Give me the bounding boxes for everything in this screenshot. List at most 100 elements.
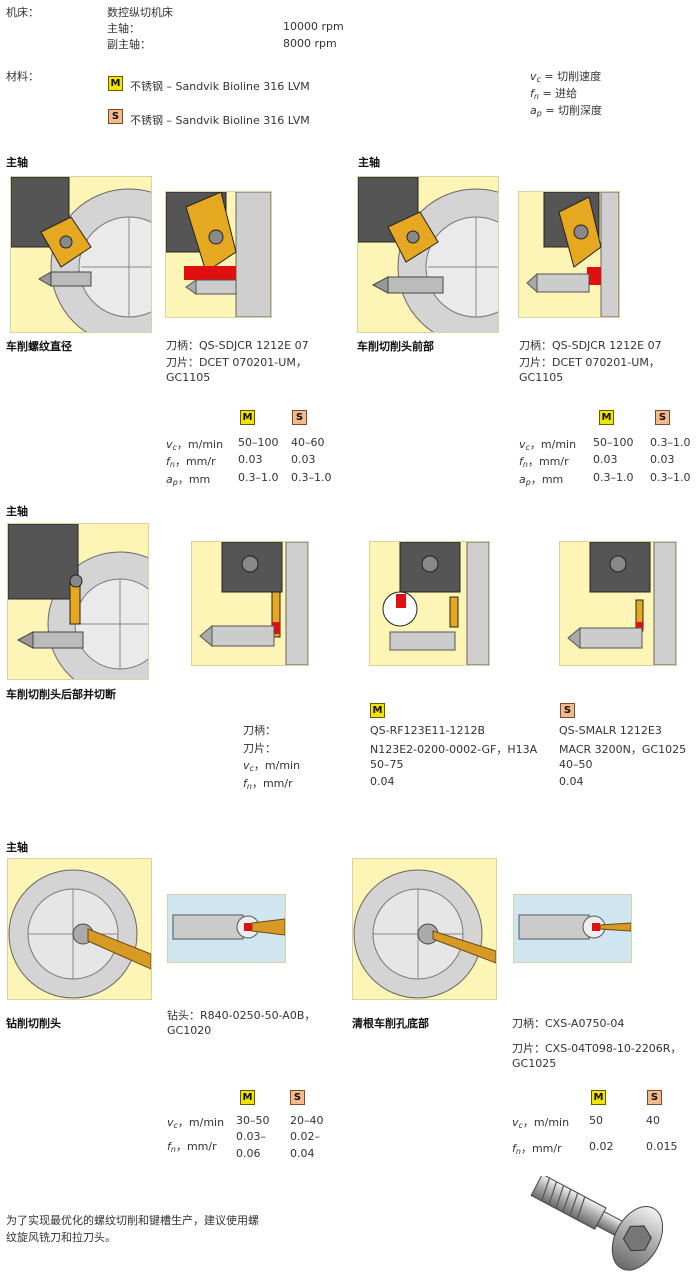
legend-vc: vc = 切削速度 [530, 70, 602, 84]
s3-drill-grade: GC1020 [167, 1024, 212, 1037]
s1-right-vc-s: 0.3–1.0 [650, 436, 691, 449]
s3-right-fn-s: 0.015 [646, 1140, 678, 1153]
s2-m-insert: N123E2-0200-0002-GF，H13A [370, 743, 538, 756]
s1-left-s-badge: S [292, 410, 307, 425]
s3-insert-right: 刀片：CXS-04T098-10-2206R， [512, 1042, 682, 1055]
s1-left-ap-s: 0.3–1.0 [291, 471, 332, 484]
section1-grade-right: GC1105 [519, 371, 564, 384]
s1-right-vc-label: vc，m/min [519, 438, 577, 452]
undercut-overview-image [352, 858, 497, 1000]
section2-op: 车削切削头后部并切断 [6, 688, 116, 701]
s3-left-vc-label: vc，m/min [167, 1116, 225, 1130]
rear-turning-image-1 [191, 541, 309, 666]
section1-holder-left: 刀柄：QS-SDJCR 1212E 07 [166, 339, 309, 352]
s2-m-badge: M [370, 703, 385, 718]
front-turning-closeup-image [518, 191, 620, 318]
s2-m-vc: 50–75 [370, 758, 404, 771]
section1-heading-left: 主轴 [6, 156, 28, 169]
footer-line-1: 为了实现最优化的螺纹切削和键槽生产，建议使用螺 [6, 1214, 259, 1227]
s3-left-fn-m1: 0.03– [236, 1130, 266, 1143]
s3-left-fn-s1: 0.02– [290, 1130, 320, 1143]
s1-left-fn-label: fn，mm/r [166, 455, 216, 469]
s2-s-vc: 40–50 [559, 758, 593, 771]
s1-right-ap-m: 0.3–1.0 [593, 471, 634, 484]
screw-product-image [512, 1173, 682, 1278]
s3-left-fn-label: fn，mm/r [167, 1140, 217, 1154]
s1-right-fn-m: 0.03 [593, 453, 618, 466]
drilling-closeup-image [167, 894, 286, 963]
machine-label: 机床： [6, 6, 39, 19]
s3-right-m-badge: M [591, 1090, 606, 1105]
thread-turning-overview-image [10, 176, 152, 333]
section1-op-right: 车削切削头前部 [357, 340, 434, 353]
s1-left-vc-label: vc，m/min [166, 438, 224, 452]
section1-insert-right: 刀片：DCET 070201-UM， [519, 356, 660, 369]
material-m-text: 不锈钢 – Sandvik Bioline 316 LVM [130, 80, 310, 93]
main-spindle-value: 10000 rpm [283, 20, 344, 33]
drilling-overview-image [7, 858, 152, 1000]
s3-right-s-badge: S [647, 1090, 662, 1105]
section2-heading: 主轴 [6, 505, 28, 518]
section3-op-left: 钻削切削头 [6, 1017, 61, 1030]
s3-holder-right: 刀柄：CXS-A0750-04 [512, 1017, 625, 1030]
sub-spindle-value: 8000 rpm [283, 37, 337, 50]
machine-type: 数控纵切机床 [107, 6, 173, 19]
s3-left-vc-m: 30–50 [236, 1114, 270, 1127]
s3-left-fn-s2: 0.04 [290, 1147, 315, 1160]
s3-right-vc-label: vc，m/min [512, 1116, 570, 1130]
s3-right-vc-s: 40 [646, 1114, 660, 1127]
s1-right-fn-label: fn，mm/r [519, 455, 569, 469]
s2-vc-label: vc，m/min [243, 759, 301, 773]
s1-right-vc-m: 50–100 [593, 436, 634, 449]
section1-holder-right: 刀柄：QS-SDJCR 1212E 07 [519, 339, 662, 352]
s2-s-badge: S [560, 703, 575, 718]
s2-m-fn: 0.04 [370, 775, 395, 788]
s3-grade-right: GC1025 [512, 1057, 557, 1070]
s1-right-ap-s: 0.3–1.0 [650, 471, 691, 484]
s3-right-fn-m: 0.02 [589, 1140, 614, 1153]
s1-left-ap-label: ap，mm [166, 473, 211, 487]
s1-right-m-badge: M [599, 410, 614, 425]
s1-right-fn-s: 0.03 [650, 453, 675, 466]
s1-left-ap-m: 0.3–1.0 [238, 471, 279, 484]
section1-heading-right: 主轴 [358, 156, 380, 169]
rear-turning-overview-image [7, 523, 149, 680]
s2-insert-label: 刀片： [243, 742, 276, 755]
s1-left-vc-m: 50–100 [238, 436, 279, 449]
s2-s-holder: QS-SMALR 1212E3 [559, 724, 662, 737]
legend-ap: ap = 切削深度 [530, 104, 603, 118]
material-m-badge: M [108, 76, 123, 91]
main-spindle-label: 主轴： [107, 22, 140, 35]
material-s-badge: S [108, 109, 123, 124]
s1-right-s-badge: S [655, 410, 670, 425]
section1-insert-left: 刀片：DCET 070201-UM， [166, 356, 307, 369]
section3-heading: 主轴 [6, 841, 28, 854]
thread-turning-closeup-image [165, 191, 272, 318]
s3-right-vc-m: 50 [589, 1114, 603, 1127]
s3-left-vc-s: 20–40 [290, 1114, 324, 1127]
undercut-closeup-image [513, 894, 632, 963]
legend-fn: fn = 进给 [530, 87, 578, 101]
section3-op-right: 清根车削孔底部 [352, 1017, 429, 1030]
rear-turning-image-2 [369, 541, 490, 666]
footer-line-2: 纹旋风铣刀和拉刀头。 [6, 1231, 116, 1244]
s3-drill-label: 钻头：R840-0250-50-A0B， [167, 1009, 316, 1022]
s2-s-fn: 0.04 [559, 775, 584, 788]
section1-op-left: 车削螺纹直径 [6, 340, 72, 353]
s1-right-ap-label: ap，mm [519, 473, 564, 487]
s1-left-fn-s: 0.03 [291, 453, 316, 466]
rear-turning-image-3 [559, 541, 677, 666]
s2-m-holder: QS-RF123E11-1212B [370, 724, 486, 737]
s3-left-m-badge: M [240, 1090, 255, 1105]
s1-left-vc-s: 40–60 [291, 436, 325, 449]
s1-left-fn-m: 0.03 [238, 453, 263, 466]
s3-left-s-badge: S [290, 1090, 305, 1105]
sub-spindle-label: 副主轴： [107, 38, 151, 51]
front-turning-overview-image [357, 176, 499, 333]
s2-holder-label: 刀柄： [243, 724, 276, 737]
s3-left-fn-m2: 0.06 [236, 1147, 261, 1160]
material-label: 材料： [6, 70, 39, 83]
s1-left-m-badge: M [240, 410, 255, 425]
material-s-text: 不锈钢 – Sandvik Bioline 316 LVM [130, 114, 310, 127]
s2-fn-label: fn，mm/r [243, 777, 293, 791]
